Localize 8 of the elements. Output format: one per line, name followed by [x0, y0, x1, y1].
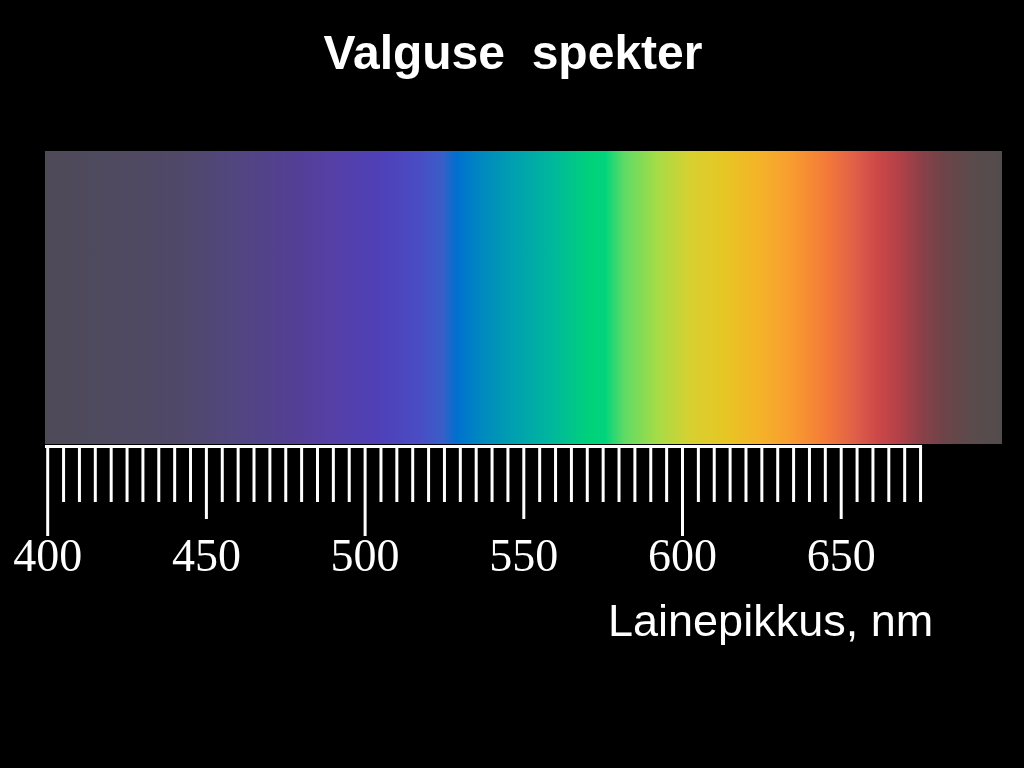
tick-label: 450: [171, 533, 241, 579]
tick-label: 550: [489, 533, 559, 579]
diagram-title: Valguse spekter: [323, 29, 703, 77]
tick-label: 650: [806, 533, 876, 579]
tick-label: 600: [648, 533, 717, 579]
tick-label: 400: [13, 533, 83, 579]
axis-title: Lainepikkus, nm: [608, 598, 934, 643]
tick-label: 500: [330, 533, 400, 579]
